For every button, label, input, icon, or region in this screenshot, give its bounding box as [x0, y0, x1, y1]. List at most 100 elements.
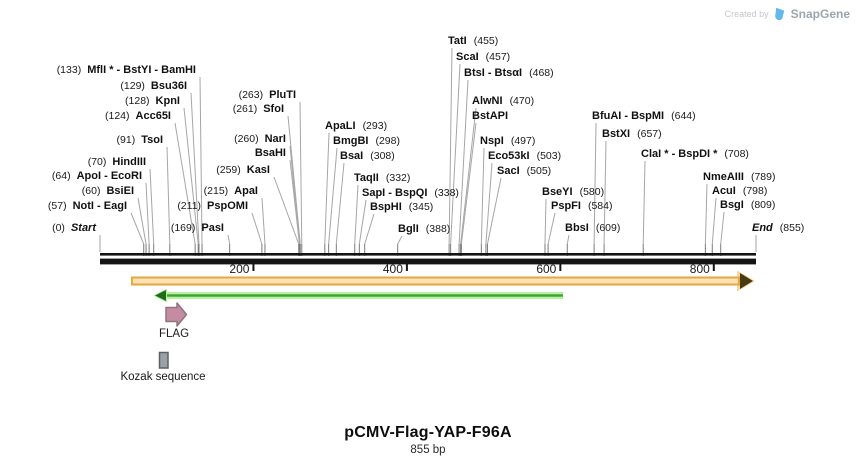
enzyme-position: (505) [526, 165, 552, 177]
enzyme-label: ApaLI(293) [325, 120, 387, 133]
enzyme-label: (215)ApaI [204, 185, 258, 198]
ruler-tick-label: 800 [690, 262, 710, 276]
reverse-arrow-core [166, 294, 563, 297]
leader-line [137, 197, 147, 245]
orf-arrow-head [740, 273, 753, 289]
enzyme-position: (91) [116, 134, 136, 146]
watermark: Created by SnapGene [725, 7, 850, 21]
enzyme-name: PspOMI [207, 200, 248, 212]
reverse-arrow-head [155, 290, 166, 301]
enzyme-position: (584) [587, 200, 613, 212]
leader-line [149, 168, 155, 245]
enzyme-position: (497) [510, 135, 536, 147]
enzyme-label: (70)HindIII [88, 156, 146, 169]
enzyme-label: (129) Bsu36I [120, 80, 187, 93]
enzyme-name: BstAPI [472, 110, 509, 122]
enzyme-label: TatI (455) [448, 35, 498, 48]
leader-line [166, 146, 171, 245]
enzyme-name: ApaI [234, 185, 258, 197]
enzyme-name: NarI [264, 133, 286, 145]
leader-line [190, 92, 200, 245]
enzyme-label: (60)BsiEI [82, 185, 134, 198]
enzyme-label: BsgI (809) [720, 199, 775, 212]
enzyme-position: (468) [529, 67, 554, 79]
enzyme-position: (261) [232, 103, 258, 115]
kozak-feature-label: Kozak sequence [120, 371, 206, 383]
enzyme-position: (708) [724, 148, 749, 160]
ruler-tick-label: 400 [383, 262, 403, 276]
enzyme-name: BglI [398, 223, 419, 235]
enzyme-label: NmeAIII (789) [703, 171, 775, 184]
watermark-created-by-label: Created by [724, 9, 769, 19]
enzyme-label: AcuI(798) [712, 185, 767, 198]
enzyme-name: ClaI * - BspDI * [641, 148, 718, 160]
enzyme-label: (57)NotI - EagI [48, 200, 127, 213]
leader-line [544, 198, 547, 245]
enzyme-position: (60) [81, 185, 101, 197]
leader-line [328, 147, 338, 245]
enzyme-name: TatI [448, 35, 467, 47]
enzyme-name: NmeAIII [703, 171, 744, 183]
watermark-brand-label: SnapGene [790, 7, 850, 21]
leader-line [458, 79, 469, 245]
enzyme-label: End(855) [752, 222, 804, 235]
leader-line [485, 162, 493, 245]
enzyme-position: (809) [750, 199, 776, 211]
enzyme-label: Eco53kI(503) [488, 150, 561, 163]
enzyme-position: (169) [170, 222, 196, 234]
enzyme-label: (259)KasI [216, 164, 270, 177]
enzyme-position: (580) [579, 186, 605, 198]
enzyme-position: (388) [425, 223, 451, 235]
leader-line [460, 122, 477, 245]
enzyme-position: (332) [385, 172, 411, 184]
leader-line [704, 183, 708, 245]
leader-line [566, 234, 570, 245]
enzyme-name: PluTI [269, 89, 296, 101]
enzyme-position: (129) [120, 80, 145, 92]
enzyme-name: AlwNI [472, 95, 503, 107]
enzyme-label: (0)Start [52, 222, 96, 235]
enzyme-position: (57) [47, 200, 67, 212]
leader-line [593, 122, 597, 245]
leader-line [711, 197, 717, 245]
enzyme-name: BmgBI [333, 135, 369, 147]
enzyme-name: Start [70, 222, 96, 234]
enzyme-position: (789) [750, 171, 776, 183]
enzyme-position: (308) [370, 150, 395, 162]
enzyme-label: NspI (497) [480, 135, 535, 148]
flag-feature-label: FLAG [158, 328, 190, 340]
enzyme-label: (211)PspOMI [177, 200, 248, 213]
plasmid-size: 855 bp [410, 444, 446, 456]
enzyme-name: AcuI [712, 185, 736, 197]
ruler-tick-label: 200 [229, 262, 249, 276]
enzyme-label: BstAPI [472, 110, 508, 123]
enzyme-position: (263) [238, 89, 264, 101]
enzyme-label: PspFI(584) [551, 200, 612, 213]
leader-line [174, 122, 196, 245]
enzyme-label: ScaI(457) [456, 51, 510, 64]
leader-line [358, 199, 367, 245]
enzyme-name: PasI [201, 222, 224, 234]
enzyme-name: BtsI - BtsαI [464, 67, 523, 79]
enzyme-name: BspHI [370, 201, 402, 213]
enzyme-position: (644) [671, 110, 696, 122]
enzyme-position: (609) [595, 222, 621, 234]
leader-line [289, 145, 300, 245]
enzyme-position: (128) [125, 95, 150, 107]
enzyme-name: Bsu36I [150, 80, 187, 92]
leader-line [324, 132, 330, 245]
enzyme-name: ScaI [456, 51, 479, 63]
leader-line [480, 147, 485, 245]
enzyme-position: (455) [473, 35, 499, 47]
enzyme-label: (260)NarI [234, 133, 286, 146]
enzyme-name: BsgI [720, 199, 744, 211]
leader-line [199, 76, 203, 245]
enzyme-position: (259) [216, 164, 241, 176]
enzyme-name: SapI - BspQI [362, 187, 428, 199]
enzyme-name: End [752, 222, 773, 234]
leader-line [335, 162, 345, 245]
sequence-bar [100, 258, 756, 265]
leader-line [486, 177, 502, 245]
enzyme-name: NspI [480, 135, 504, 147]
